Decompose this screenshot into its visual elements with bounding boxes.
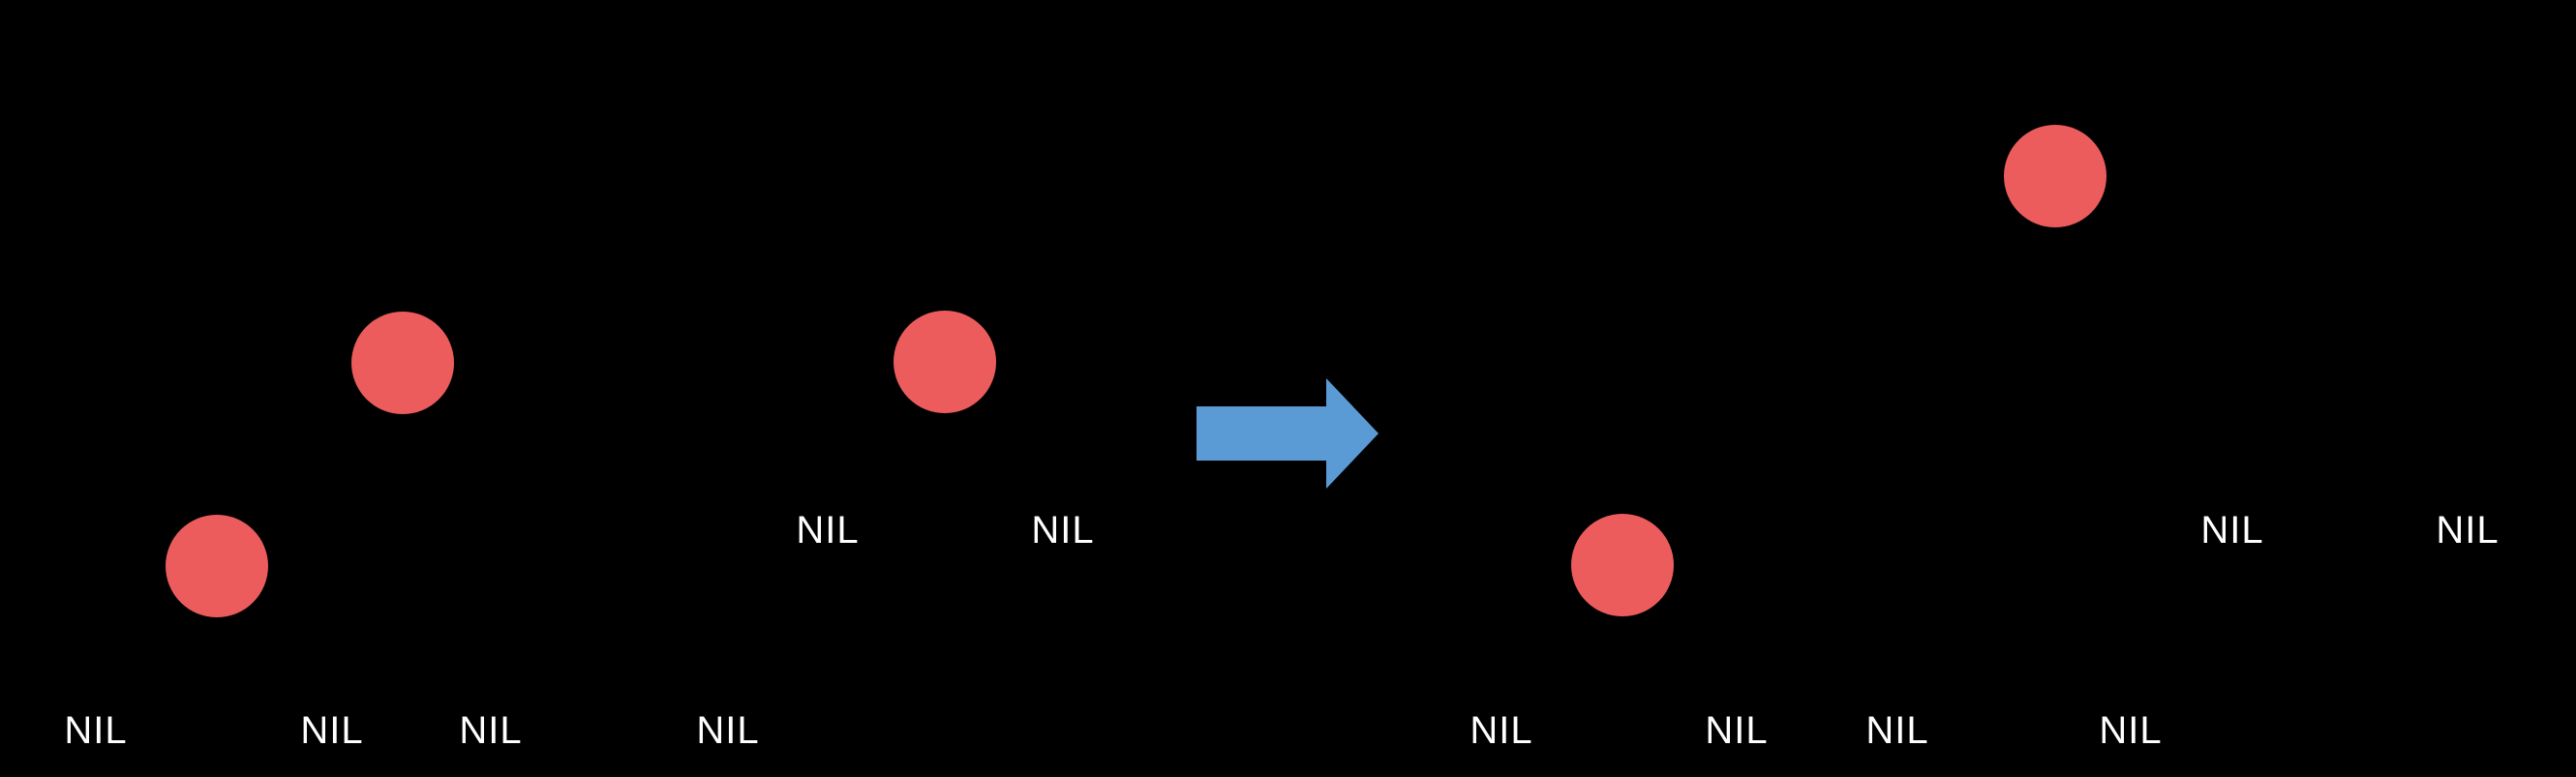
red-node [351, 312, 454, 414]
arrow-shape [1197, 378, 1379, 489]
nil-label: NIL [64, 709, 128, 752]
nil-label: NIL [459, 709, 523, 752]
nil-label: NIL [2200, 509, 2264, 552]
nil-label: NIL [1031, 509, 1095, 552]
nil-label: NIL [1705, 709, 1769, 752]
nil-label: NIL [796, 509, 860, 552]
red-node [166, 515, 268, 617]
nil-label: NIL [2099, 709, 2163, 752]
red-node [1571, 514, 1674, 616]
nil-label: NIL [1865, 709, 1929, 752]
nil-label: NIL [300, 709, 364, 752]
red-node [2004, 125, 2106, 227]
red-node [894, 311, 996, 413]
nil-label: NIL [696, 709, 760, 752]
nil-label: NIL [2436, 509, 2500, 552]
nil-label: NIL [1470, 709, 1533, 752]
